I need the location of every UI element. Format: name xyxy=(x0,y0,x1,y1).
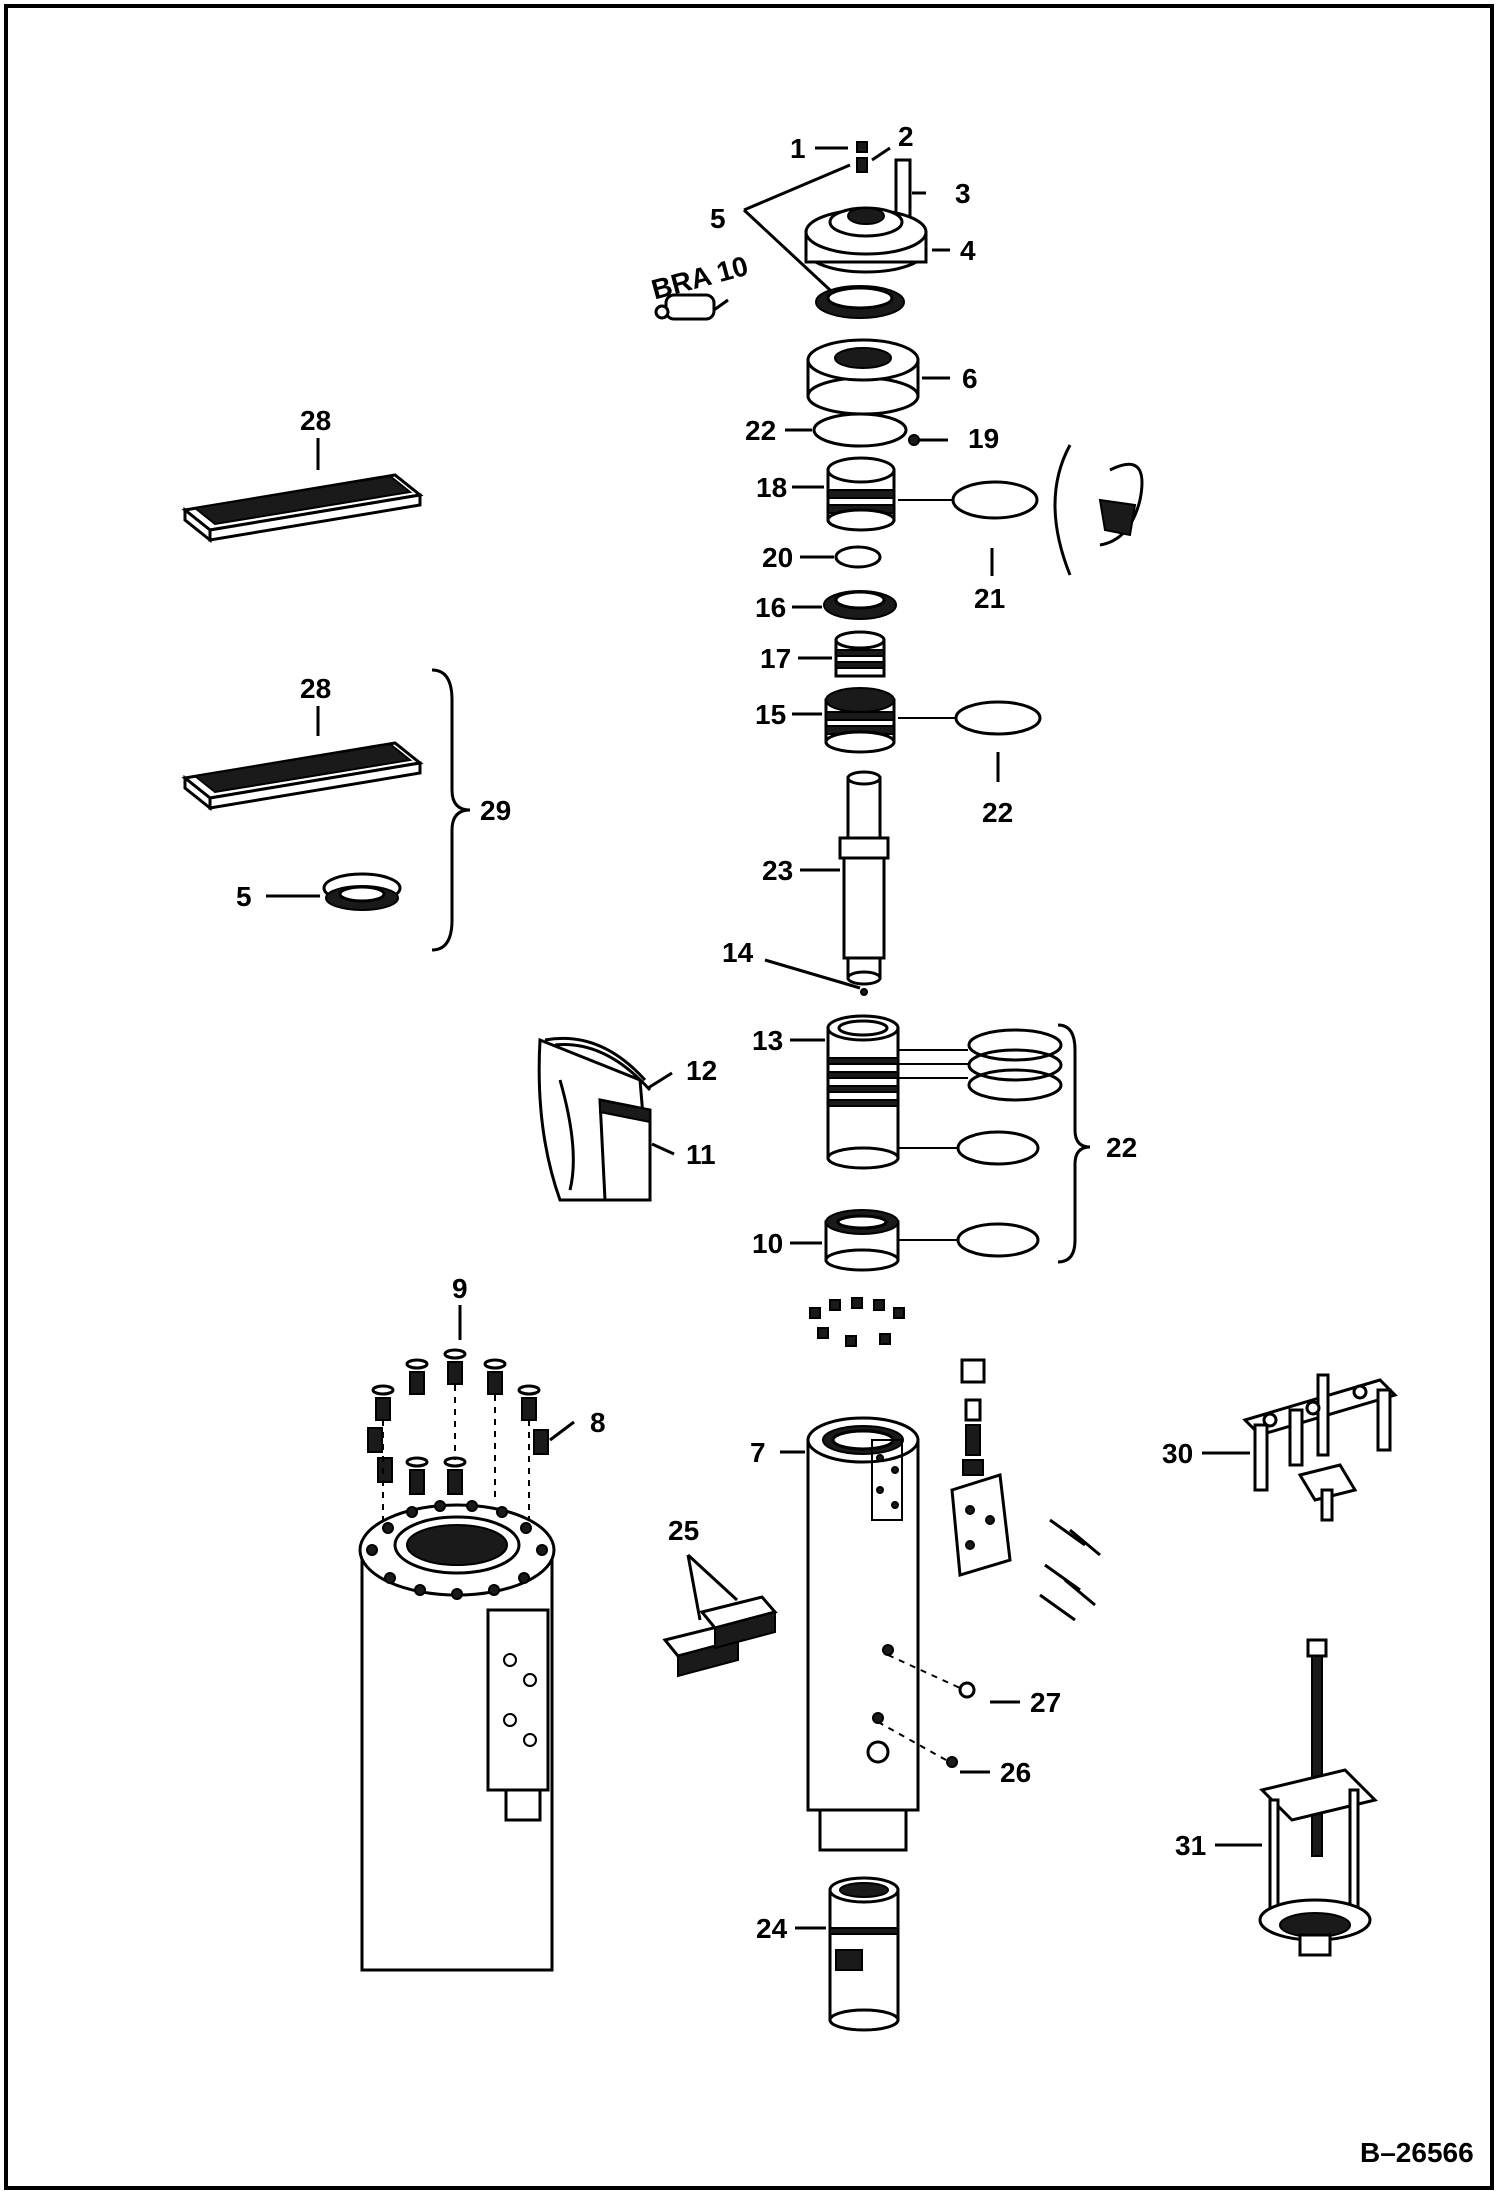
part-seal-14 xyxy=(860,988,868,996)
part-piston-18 xyxy=(826,456,896,532)
callout-6: 6 xyxy=(962,363,978,394)
part-seal-10 xyxy=(824,1209,900,1272)
callout-24: 24 xyxy=(756,1913,788,1944)
part-ball-19 xyxy=(908,434,920,446)
part-housing-6 xyxy=(806,338,920,416)
part-oring-22a xyxy=(812,412,908,448)
part-bolt-3 xyxy=(894,158,912,222)
callout-31: 31 xyxy=(1175,1830,1206,1861)
callout-20: 20 xyxy=(762,542,793,573)
tool-bra-10: BRA 10 xyxy=(648,250,751,321)
brace-22 xyxy=(1057,1023,1091,1264)
callout-17: 17 xyxy=(760,643,791,674)
part-outer-housing xyxy=(358,1503,556,1972)
part-chisel-holder-24 xyxy=(828,1876,900,2032)
part-bolts-8 xyxy=(367,1361,549,1495)
part-ring-20 xyxy=(834,545,882,569)
callout-5a: 5 xyxy=(710,203,726,234)
callout-26: 26 xyxy=(1000,1757,1031,1788)
housing-bolt-holes xyxy=(366,1500,548,1600)
callout-27: 27 xyxy=(1030,1687,1061,1718)
brace-29 xyxy=(431,668,471,952)
callout-3: 3 xyxy=(955,178,971,209)
callout-14: 14 xyxy=(722,937,754,968)
part-keys-25 xyxy=(662,1595,778,1678)
part-sleeve-13 xyxy=(826,1014,900,1170)
part-plate-28a xyxy=(111,473,424,544)
leader-dash-26 xyxy=(877,1721,947,1761)
part-screw-1 xyxy=(856,141,868,173)
tool-puller-30 xyxy=(1242,1373,1398,1522)
callout-19: 19 xyxy=(968,423,999,454)
callout-9: 9 xyxy=(452,1273,468,1304)
callout-18: 18 xyxy=(756,472,787,503)
callout-13: 13 xyxy=(752,1025,783,1056)
part-bushing-17 xyxy=(834,630,886,678)
callout-28a: 28 xyxy=(300,405,331,436)
callout-16: 16 xyxy=(755,592,786,623)
page-border xyxy=(4,4,1494,2190)
part-oring-22c xyxy=(956,1222,1040,1258)
callout-8: 8 xyxy=(590,1407,606,1438)
callout-21: 21 xyxy=(974,583,1005,614)
bolt-guide-lines xyxy=(382,1385,530,1520)
drawing-number: B–26566 xyxy=(1360,2137,1474,2168)
part-seal-5 xyxy=(815,285,905,319)
callout-15: 15 xyxy=(755,699,786,730)
part-washers-9 xyxy=(371,1348,541,1468)
part-valve-bolts xyxy=(1039,1518,1101,1622)
callout-4: 4 xyxy=(960,235,976,266)
callout-11: 11 xyxy=(686,1139,716,1170)
callout-29: 29 xyxy=(480,795,511,826)
callout-12: 12 xyxy=(686,1055,717,1086)
part-plug-26 xyxy=(946,1756,958,1768)
callout-1: 1 xyxy=(790,133,806,164)
callout-28b: 28 xyxy=(300,673,331,704)
callout-2: 2 xyxy=(898,121,914,152)
part-cap-4 xyxy=(804,206,928,274)
callout-22a: 22 xyxy=(745,415,776,446)
part-plate-28b xyxy=(17,741,424,812)
part-ring-21 xyxy=(951,480,1039,520)
part-rings-13 xyxy=(956,1028,1063,1166)
part-piston-rod-23 xyxy=(838,770,890,986)
callout-22b: 22 xyxy=(982,797,1013,828)
callout-25: 25 xyxy=(668,1515,699,1546)
part-cylinder-7 xyxy=(806,1416,920,1852)
callout-22c: 22 xyxy=(1106,1132,1137,1163)
callout-labels: 1 2 3 4 5 6 22 19 18 20 21 16 17 15 22 2… xyxy=(236,121,1206,1944)
callout-30: 30 xyxy=(1162,1438,1193,1469)
callout-5b: 5 xyxy=(236,881,252,912)
part-plug-27 xyxy=(958,1681,976,1699)
callout-7: 7 xyxy=(750,1437,766,1468)
callout-leaders xyxy=(266,146,1262,1930)
ring-leader-lines xyxy=(898,499,968,1241)
part-seal-16 xyxy=(823,590,897,620)
part-valve-block xyxy=(950,1358,1012,1577)
bolt-ring-set xyxy=(809,1297,905,1347)
part-seal-pack-15 xyxy=(824,687,896,754)
leader-dash-27 xyxy=(887,1654,961,1689)
callout-23: 23 xyxy=(762,855,793,886)
tool-puller-31 xyxy=(1258,1638,1378,1957)
part-seal-5b xyxy=(322,872,402,911)
detail-view-21 xyxy=(1053,444,1144,576)
callout-10: 10 xyxy=(752,1228,783,1259)
detail-view-11-12 xyxy=(537,1036,652,1202)
part-oring-22b xyxy=(954,700,1042,736)
